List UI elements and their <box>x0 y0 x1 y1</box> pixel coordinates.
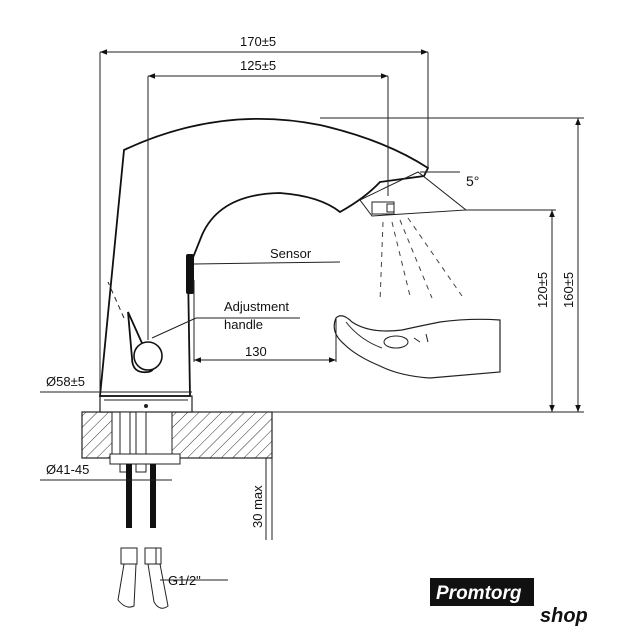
logo-brand: Promtorg <box>436 583 522 604</box>
dim-thread: G1/2" <box>168 573 201 588</box>
countertop <box>81 411 273 459</box>
dim-spout-reach: 125±5 <box>240 58 276 73</box>
label-handle: handle <box>224 317 263 332</box>
promtorg-logo: Promtorg shop <box>430 578 588 627</box>
hand-illustration <box>333 315 501 379</box>
dim-base-diameter: Ø58±5 <box>46 374 85 389</box>
dim-total-height: 160±5 <box>561 272 576 308</box>
dim-angle: 5° <box>466 173 479 189</box>
base-plate <box>99 395 193 413</box>
label-sensor: Sensor <box>270 246 312 261</box>
water-spray <box>379 217 463 303</box>
adjustment-handle <box>107 281 163 374</box>
dim-sensor-range: 130 <box>245 344 267 359</box>
dim-max-thickness: 30 max <box>250 485 265 528</box>
dim-overall-width: 170±5 <box>240 34 276 49</box>
inlet-hoses <box>109 411 181 609</box>
label-adjustment: Adjustment <box>224 299 289 314</box>
dim-hole-diameter: Ø41-45 <box>46 462 89 477</box>
dim-outlet-height: 120±5 <box>535 272 550 308</box>
faucet-body <box>99 117 468 397</box>
dimension-lines <box>40 49 584 581</box>
logo-suffix: shop <box>540 605 588 627</box>
